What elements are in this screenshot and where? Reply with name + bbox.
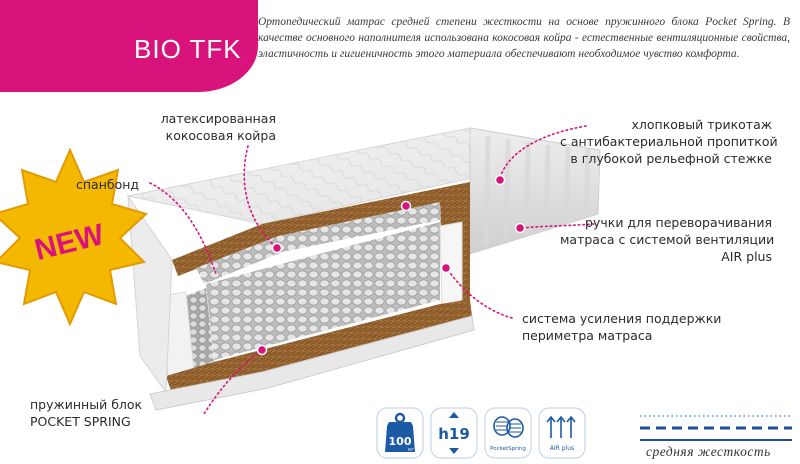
label-cotton-line3: в глубокой рельефной стежке — [570, 151, 772, 166]
callout-line-handles — [521, 223, 595, 229]
label-cotton-line1: хлопковый трикотаж — [631, 117, 772, 132]
spring-block — [206, 222, 440, 360]
callout-dot-spring — [256, 344, 268, 356]
label-handles-line2: матраса с системой вентиляции — [560, 232, 775, 247]
firmness-indicator — [640, 415, 792, 441]
callout-dot-coir — [271, 242, 283, 254]
callout-line-perimeter — [447, 269, 513, 319]
weight-value: 100 — [389, 435, 412, 448]
label-coir-line2: кокосовая койра — [165, 128, 276, 143]
callout-dot-handles — [514, 222, 526, 234]
label-handles-line3: AIR plus — [721, 249, 772, 264]
feature-icons: 100 кг h19 PocketSpring AIR plus — [376, 407, 586, 459]
product-description: Ортопедический матрас средней степени же… — [258, 16, 790, 60]
product-title: BIO TFK — [134, 34, 242, 64]
weight-unit: кг — [408, 447, 414, 453]
brand-banner: BIO TFK — [0, 0, 258, 92]
new-badge-burst — [0, 147, 148, 327]
air-plus-icon: AIR plus — [538, 407, 586, 459]
label-handles-line1: ручки для переворачивания — [585, 215, 772, 230]
label-coir-line1: латексированная — [160, 111, 276, 126]
firmness-label: средняя жесткость — [646, 444, 771, 459]
callout-line-coir — [243, 145, 277, 248]
label-perimeter: система усиления поддержки периметра мат… — [522, 310, 721, 344]
callout-line-cotton — [499, 125, 587, 179]
callout-dot-spanbond — [400, 200, 412, 212]
weight-icon: 100 кг — [376, 407, 424, 459]
height-icon: h19 — [430, 407, 478, 459]
pocket-spring-icon: PocketSpring — [484, 407, 532, 459]
label-spring-line2: POCKET SPRING — [30, 414, 131, 429]
label-coir: латексированная кокосовая койра — [140, 110, 276, 144]
label-spring: пружинный блок POCKET SPRING — [30, 396, 142, 430]
callout-line-spring — [203, 349, 263, 415]
callout-dot-perimeter — [440, 262, 452, 274]
label-cotton-line2: с антибактериальной пропиткой — [560, 134, 778, 149]
height-value: h19 — [438, 425, 470, 443]
label-perimeter-line1: система усиления поддержки — [522, 311, 722, 326]
air-plus-caption: AIR plus — [550, 445, 574, 452]
pocket-spring-caption: PocketSpring — [490, 446, 526, 452]
label-spanbond: спанбонд — [76, 177, 140, 192]
callout-dot-cotton — [494, 174, 506, 186]
label-handles: ручки для переворачивания матраса с сист… — [560, 214, 775, 265]
label-cotton: хлопковый трикотаж с антибактериальной п… — [560, 116, 778, 167]
label-perimeter-line2: периметра матраса — [522, 328, 653, 343]
label-spring-line1: пружинный блок — [30, 397, 143, 412]
